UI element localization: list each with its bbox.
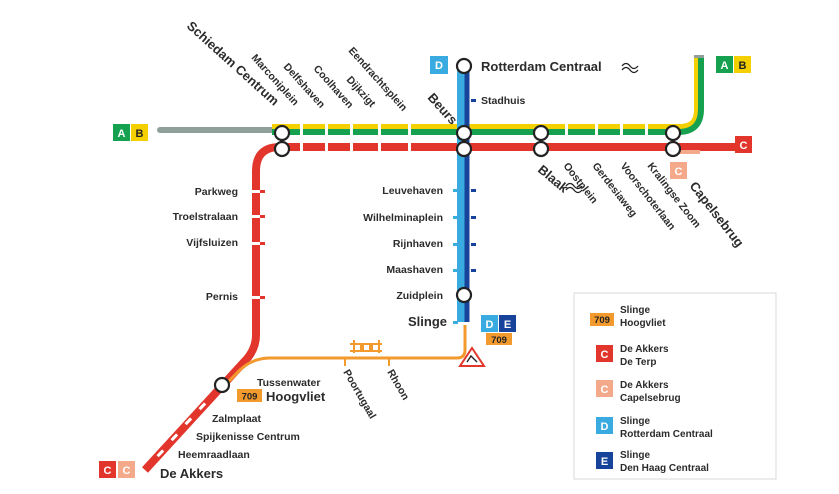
svg-text:D: D bbox=[435, 60, 443, 72]
legend-item-c-de-terp: C De Akkers De Terp bbox=[596, 344, 669, 368]
station-de-akkers: De Akkers bbox=[160, 466, 223, 481]
legend: 709 Slinge Hoogvliet C De Akkers De Terp… bbox=[573, 292, 777, 480]
svg-text:D: D bbox=[601, 421, 609, 433]
station-ticks-709 bbox=[344, 358, 390, 366]
train-icon bbox=[565, 182, 583, 194]
svg-text:Slinge: Slinge bbox=[620, 305, 650, 316]
station-hoogvliet: Hoogvliet bbox=[266, 389, 326, 404]
station-ticks-c-extra bbox=[260, 190, 265, 299]
svg-text:Den Haag Centraal: Den Haag Centraal bbox=[620, 463, 709, 474]
station-zuidplein: Zuidplein bbox=[396, 290, 443, 302]
legend-item-d: D Slinge Rotterdam Centraal bbox=[596, 416, 713, 440]
hub-beurs-south bbox=[455, 140, 473, 158]
station-wilhelminaplein: Wilhelminaplein bbox=[363, 212, 443, 224]
line-b-track bbox=[272, 58, 700, 130]
svg-text:D: D bbox=[486, 319, 494, 331]
station-ticks-south bbox=[156, 402, 207, 458]
svg-text:Rotterdam Centraal: Rotterdam Centraal bbox=[620, 429, 713, 440]
svg-text:C: C bbox=[740, 140, 748, 152]
hub-capelsebrug-north bbox=[664, 124, 682, 142]
svg-text:Slinge: Slinge bbox=[620, 416, 650, 427]
badge-d-rotterdam-centraal: D bbox=[430, 56, 448, 74]
hub-beurs-north bbox=[455, 124, 473, 142]
station-zalmplaat: Zalmplaat bbox=[212, 413, 262, 425]
svg-text:A: A bbox=[721, 60, 729, 72]
svg-text:C: C bbox=[123, 465, 131, 477]
line-c-track bbox=[142, 143, 750, 473]
station-ticks-ab bbox=[300, 124, 648, 135]
train-icon bbox=[621, 62, 639, 74]
badge-ab-northeast: A B bbox=[716, 56, 751, 73]
svg-text:De Terp: De Terp bbox=[620, 357, 657, 368]
svg-text:Hoogvliet: Hoogvliet bbox=[620, 318, 666, 329]
station-parkweg: Parkweg bbox=[195, 186, 238, 198]
badge-709-hoogvliet: 709 bbox=[237, 389, 262, 403]
svg-text:B: B bbox=[739, 60, 747, 72]
hub-blaak-south bbox=[532, 140, 550, 158]
legend-item-c-capelsebrug: C De Akkers Capelsebrug bbox=[596, 380, 681, 404]
svg-text:B: B bbox=[136, 128, 144, 140]
svg-text:C: C bbox=[601, 349, 609, 361]
station-beurs: Beurs bbox=[425, 90, 461, 127]
badge-c-light-capelsebrug: C bbox=[670, 162, 687, 179]
svg-text:C: C bbox=[601, 384, 609, 396]
station-stadhuis: Stadhuis bbox=[481, 95, 525, 107]
hub-schiedam-north bbox=[273, 124, 291, 142]
station-rhoon: Rhoon bbox=[384, 368, 411, 403]
station-pernis: Pernis bbox=[206, 291, 238, 303]
badge-de-slinge: D E 709 bbox=[481, 315, 516, 346]
station-vijfsluizen: Vijfsluizen bbox=[186, 237, 238, 249]
roadworks-warning-icon bbox=[458, 346, 486, 367]
station-troelstralaan: Troelstralaan bbox=[173, 211, 238, 223]
station-poortugaal: Poortugaal bbox=[340, 368, 378, 422]
hub-schiedam-south bbox=[273, 140, 291, 158]
station-leuvehaven: Leuvehaven bbox=[382, 185, 443, 197]
svg-text:709: 709 bbox=[491, 335, 507, 346]
hub-capelsebrug-south bbox=[664, 140, 682, 158]
hub-tussenwater bbox=[213, 376, 231, 394]
hub-blaak-north bbox=[532, 124, 550, 142]
badge-cc-de-akkers: C C bbox=[99, 461, 135, 478]
legend-item-e: E Slinge Den Haag Centraal bbox=[596, 450, 709, 474]
svg-text:709: 709 bbox=[594, 315, 610, 326]
svg-text:E: E bbox=[504, 319, 511, 331]
station-spijkenisse-centrum: Spijkenisse Centrum bbox=[196, 431, 300, 443]
construction-barrier-icon bbox=[350, 340, 382, 353]
badge-ab-west: A B bbox=[113, 124, 148, 141]
station-ticks-c bbox=[252, 143, 411, 299]
svg-text:C: C bbox=[104, 465, 112, 477]
legend-item-709: 709 Slinge Hoogvliet bbox=[590, 305, 666, 329]
svg-text:De Akkers: De Akkers bbox=[620, 380, 669, 391]
badge-c-east: C bbox=[735, 136, 752, 153]
svg-text:C: C bbox=[675, 166, 683, 178]
svg-text:Capelsebrug: Capelsebrug bbox=[620, 393, 681, 404]
station-rijnhaven: Rijnhaven bbox=[393, 238, 443, 250]
svg-text:De Akkers: De Akkers bbox=[620, 344, 669, 355]
station-ticks-d bbox=[453, 189, 458, 324]
svg-text:Slinge: Slinge bbox=[620, 450, 650, 461]
svg-text:E: E bbox=[601, 456, 608, 468]
hub-zuidplein bbox=[455, 286, 473, 304]
hub-rotterdam-centraal bbox=[455, 57, 473, 75]
station-tussenwater: Tussenwater bbox=[257, 377, 320, 389]
svg-text:709: 709 bbox=[242, 392, 258, 403]
station-slinge: Slinge bbox=[408, 314, 447, 329]
station-heemraadlaan: Heemraadlaan bbox=[178, 449, 250, 461]
station-ticks-de bbox=[471, 99, 476, 272]
bus-709-track bbox=[224, 325, 467, 386]
svg-text:A: A bbox=[118, 128, 126, 140]
station-maashaven: Maashaven bbox=[386, 264, 443, 276]
station-rotterdam-centraal: Rotterdam Centraal bbox=[481, 59, 602, 74]
